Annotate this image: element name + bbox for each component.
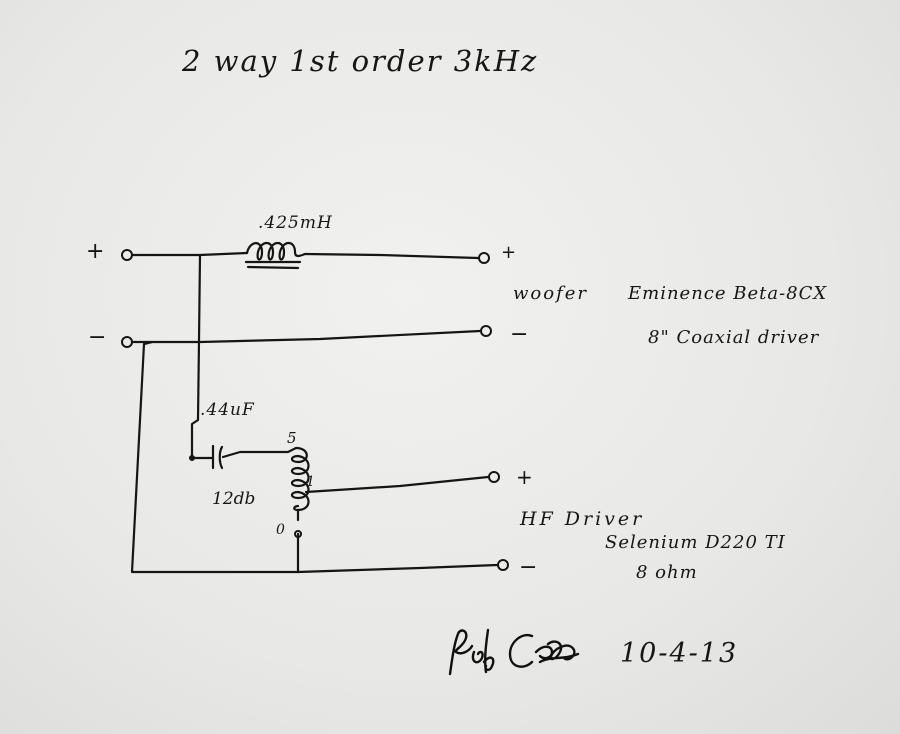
- input-plus-terminal: [121, 249, 133, 261]
- woofer-plus-wire: [303, 252, 480, 260]
- hf-plus-terminal: [488, 471, 500, 483]
- hf-feed-wire: [190, 253, 214, 460]
- input-minus-label: −: [88, 325, 107, 350]
- woofer-model: Eminence Beta-8CX: [628, 283, 828, 304]
- hf-minus-wire: [296, 563, 499, 574]
- woofer-plus-label: +: [501, 242, 517, 263]
- capacitor: [211, 444, 224, 470]
- woofer-description: 8" Coaxial driver: [648, 327, 820, 348]
- capacitor-value: .44uF: [200, 400, 255, 420]
- diagram-title: 2 way 1st order 3kHz: [182, 44, 539, 78]
- input-minus-terminal: [121, 336, 133, 348]
- attenuation-label: 12db: [212, 489, 256, 509]
- junction-dot: [189, 455, 195, 461]
- hf-minus-terminal: [497, 559, 509, 571]
- woofer-plus-terminal: [478, 252, 490, 264]
- input-minus-wire: [130, 329, 482, 344]
- inductor-value: .425mH: [258, 213, 333, 233]
- handwritten-signature: [448, 628, 580, 676]
- input-plus-label: +: [86, 239, 105, 264]
- woofer-minus-terminal: [480, 325, 492, 337]
- autoformer-tap-bottom: 0: [276, 522, 285, 538]
- hf-minus-label: −: [519, 555, 538, 580]
- cap-to-coil-wire: [221, 446, 298, 459]
- signature-date: 10-4-13: [620, 638, 739, 669]
- hf-driver-label: HF Driver: [520, 508, 645, 530]
- hf-plus-label: +: [516, 465, 533, 489]
- return-wire: [130, 340, 300, 574]
- autoformer-tap-top: 5: [287, 429, 297, 447]
- woofer-minus-label: −: [510, 322, 529, 347]
- hf-driver-impedance: 8 ohm: [636, 562, 698, 583]
- hf-plus-wire: [304, 475, 490, 494]
- inductor: [244, 241, 307, 270]
- woofer-label: woofer: [513, 283, 588, 304]
- autoformer-tap-mid: 1: [306, 474, 315, 490]
- input-plus-wire: [130, 251, 249, 257]
- hf-driver-model: Selenium D220 TI: [605, 532, 786, 553]
